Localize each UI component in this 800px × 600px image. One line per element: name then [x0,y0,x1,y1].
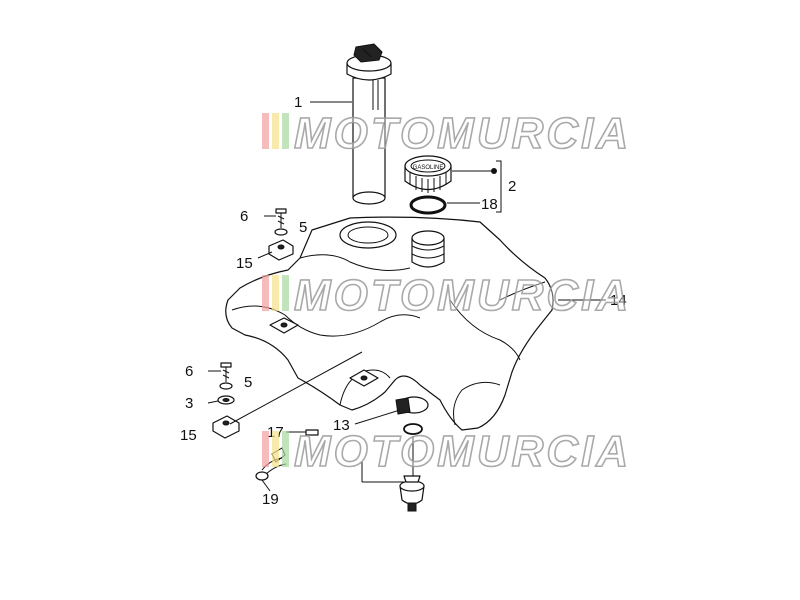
callout-13: 13 [333,417,350,434]
watermark-stripe [282,275,289,311]
part-fuel-tap [361,436,425,512]
callout-5-lower: 5 [244,374,252,391]
watermark-stripe [282,431,289,467]
callout-15-lower: 15 [180,427,197,444]
leader-lines [207,101,606,492]
callout-14: 14 [610,292,627,309]
watermark-stripe [262,431,269,467]
part-hose-clamp [395,396,429,415]
part-fuel-sender [346,43,392,205]
part-fuel-tank [225,216,554,431]
callout-3: 3 [185,395,193,412]
watermark-stripe [272,431,279,467]
cap-text: GASOLINE [413,165,444,171]
callout-2: 2 [508,178,516,195]
part-seal-ring [403,423,423,435]
callout-5-upper: 5 [299,219,307,236]
callout-6-upper: 6 [240,208,248,225]
watermark-middle: MOTOMURCIA [262,270,631,321]
watermark-text: MOTOMURCIA [294,427,631,476]
watermark-stripe [272,113,279,149]
watermark-top: MOTOMURCIA [262,108,631,159]
callout-15-upper: 15 [236,255,253,272]
callout-labels: 1 2 18 6 5 15 14 6 5 3 15 13 17 19 [180,94,627,508]
mount-set-lower [212,362,240,439]
watermark-bottom: MOTOMURCIA [262,426,631,477]
watermark-stripe [262,113,269,149]
watermark-text: MOTOMURCIA [294,271,631,320]
watermark-stripe [262,275,269,311]
callout-19: 19 [262,491,279,508]
callout-6-lower: 6 [185,363,193,380]
callout-18: 18 [481,196,498,213]
part-o-ring [409,195,447,215]
watermark-stripe [272,275,279,311]
watermark-text: MOTOMURCIA [294,109,631,158]
mount-set-upper [268,208,294,261]
part-filler-cap: GASOLINE [404,155,452,193]
watermark-stripe [282,113,289,149]
callout-1: 1 [294,94,302,111]
